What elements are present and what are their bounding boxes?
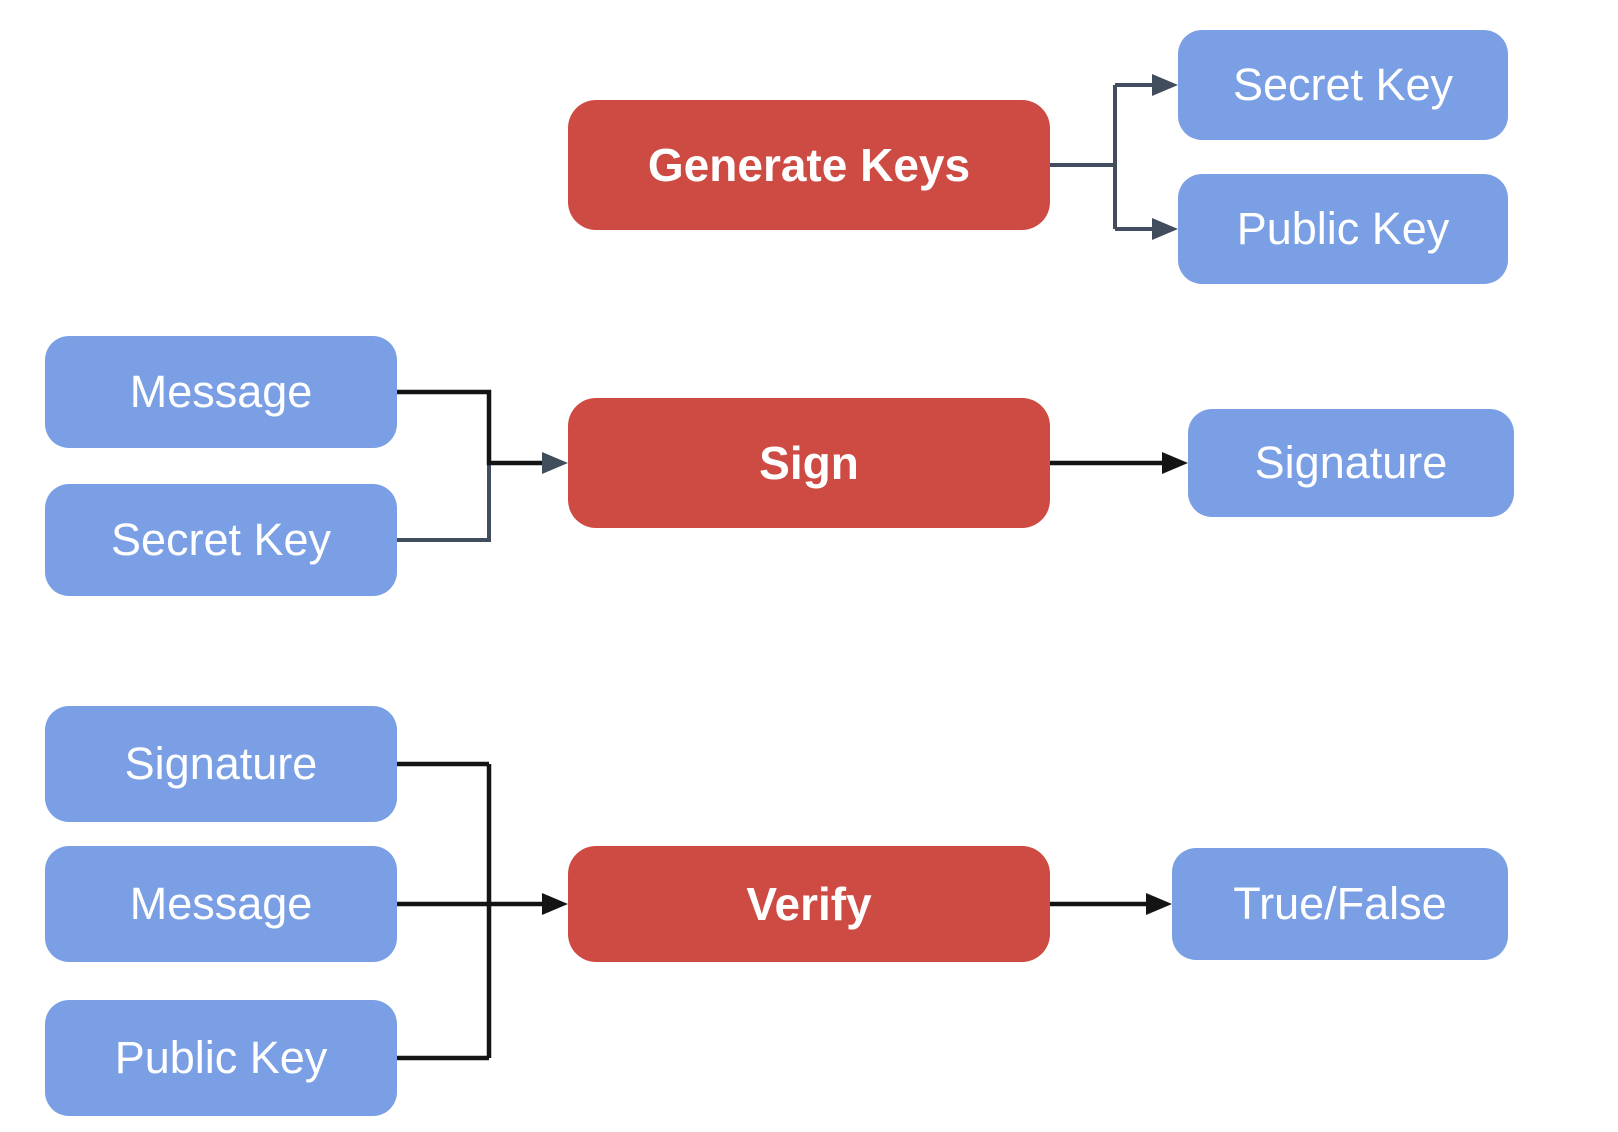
node-signature-input-verify: Signature — [45, 706, 397, 822]
edge-verify-inputs — [397, 761, 546, 1061]
node-generate-keys: Generate Keys — [568, 100, 1050, 230]
node-true-false-output-label: True/False — [1233, 878, 1447, 930]
node-signature-input-verify-label: Signature — [124, 738, 318, 790]
arrowhead-secret-key — [1152, 74, 1178, 96]
node-public-key-output-label: Public Key — [1236, 203, 1450, 255]
arrowhead-sign-input — [542, 452, 568, 474]
edge-message-to-sign — [397, 389, 546, 466]
arrowhead-signature-output — [1162, 452, 1188, 474]
node-public-key-output: Public Key — [1178, 174, 1508, 284]
node-verify-label: Verify — [746, 877, 872, 930]
arrowhead-true-false — [1146, 893, 1172, 915]
node-public-key-input-verify-label: Public Key — [114, 1032, 328, 1084]
node-sign: Sign — [568, 398, 1050, 528]
node-message-input-verify-label: Message — [129, 878, 313, 930]
node-generate-keys-label: Generate Keys — [647, 138, 971, 191]
node-secret-key-input-sign-label: Secret Key — [110, 514, 332, 566]
edge-generate-keys-branch — [1050, 83, 1154, 231]
node-secret-key-output-label: Secret Key — [1232, 59, 1454, 111]
edge-secret-key-to-sign — [397, 463, 491, 542]
node-secret-key-output: Secret Key — [1178, 30, 1508, 140]
arrowhead-verify-input — [542, 893, 568, 915]
node-message-input-verify: Message — [45, 846, 397, 962]
node-public-key-input-verify: Public Key — [45, 1000, 397, 1116]
node-message-input-sign-label: Message — [129, 366, 313, 418]
node-signature-output-label: Signature — [1254, 437, 1448, 489]
node-message-input-sign: Message — [45, 336, 397, 448]
node-true-false-output: True/False — [1172, 848, 1508, 960]
node-verify: Verify — [568, 846, 1050, 962]
arrowhead-public-key — [1152, 218, 1178, 240]
node-signature-output: Signature — [1188, 409, 1514, 517]
node-sign-label: Sign — [759, 436, 859, 489]
node-secret-key-input-sign: Secret Key — [45, 484, 397, 596]
